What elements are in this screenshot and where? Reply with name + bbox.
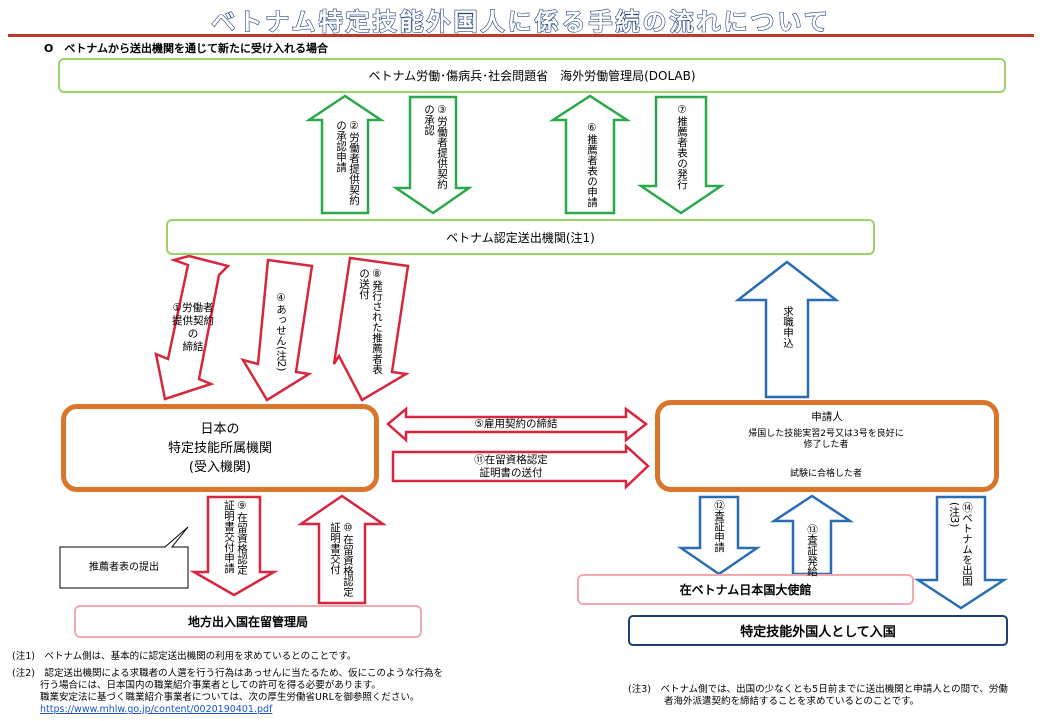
page-title: ベトナム特定技能外国人に係る手続の流れについて xyxy=(211,7,831,36)
arrow-up-job xyxy=(734,260,840,399)
label-a10: ⑩在留資格認定 証明書交付 xyxy=(329,522,354,597)
label-a8: ⑧発行された推薦者表 の送付 xyxy=(358,268,383,375)
label-a1: ①労働者 提供契約 の 締結 xyxy=(172,302,214,353)
label-a5: ⑤雇用契約の締結 xyxy=(474,418,558,430)
embassy-box: 在ベトナム日本国大使館 xyxy=(577,574,914,605)
entry-box: 特定技能外国人として入国 xyxy=(628,615,1008,646)
immigration-box: 地方出入国在留管理局 xyxy=(74,605,422,638)
label-a4: ④あっせん(注2) xyxy=(275,292,287,372)
arrow-down-a4 xyxy=(240,258,314,402)
callout-text: 推薦者表の提出 xyxy=(89,562,159,573)
label-a14: ⑭ベトナムを出国 (注3) xyxy=(948,502,973,586)
arrow-up-a10 xyxy=(296,494,388,605)
arrow-down-a3 xyxy=(391,95,473,215)
arrow-up-a2 xyxy=(304,94,386,215)
arrow-bidir-a1 xyxy=(154,254,231,401)
applicant-oval-2-text: 試験に合格した者 xyxy=(789,469,862,479)
applicant-box: 申請人 xyxy=(655,400,999,492)
label-a11: ⑪在留資格認定 証明書の送付 xyxy=(474,454,548,479)
note-3-line-1: (注3) ベトナム側では、出国の少なくとも5日前までに送出機関と申請人との間で、… xyxy=(628,684,1008,695)
note-3-line-2: 者海外派遣契約を締結することを求めているとのことです。 xyxy=(664,696,920,707)
section-subtitle: O ベトナムから送出機関を通じて新たに受け入れる場合 xyxy=(44,42,329,55)
arrow-down-a12 xyxy=(676,495,762,576)
label-a6: ⑥推薦者表の申請 xyxy=(586,122,598,208)
note-1: (注1) ベトナム側は、基本的に認定送出機関の利用を求めているとのことです。 xyxy=(12,651,357,662)
dolab-box: ベトナム労働･傷病兵･社会問題省 海外労働管理局(DOLAB) xyxy=(58,58,1006,93)
label-a2: ②労働者提供契約 の承認申請 xyxy=(335,120,360,206)
note-2-line-3: 職業安定法に基づく職業紹介事業者については、次の厚生労働省URLを御参照ください… xyxy=(40,692,420,703)
arrow-right-a11 xyxy=(391,443,650,490)
note-2-line-1: (注2) 認定送出機関による求職者の人選を行う行為はあっせんに当たるため、仮にこ… xyxy=(12,668,443,679)
arrow-down-a9 xyxy=(189,495,279,597)
note-2-line-2: 行う場合には、日本国内の職業紹介事業者としての許可を得る必要があります。 xyxy=(40,680,381,691)
applicant-oval-1-text: 帰国した技能実習2号又は3号を良好に 修了した者 xyxy=(748,429,904,450)
callout-bubble xyxy=(59,526,189,589)
japan-org-box: 日本の 特定技能所属機関 (受入機関) xyxy=(61,404,379,492)
label-job: 求職申込 xyxy=(782,306,794,348)
applicant-label: 申請人 xyxy=(811,411,843,423)
arrow-down-a8 xyxy=(332,256,410,402)
label-a12: ⑫査証申請 xyxy=(713,500,725,553)
label-a9: ⑨在留資格認定 証明書交付申請 xyxy=(223,500,248,575)
mhlw-url-link[interactable]: https://www.mhlw.go.jp/content/002019040… xyxy=(40,704,273,715)
label-a13: ⑬査証発給 xyxy=(806,524,818,577)
arrow-bidir-a5 xyxy=(386,406,649,443)
sending-org-box: ベトナム認定送出機関(注1) xyxy=(166,219,875,255)
label-a7: ⑦推薦者表の発行 xyxy=(676,104,688,190)
arrow-down-a14 xyxy=(913,495,1009,610)
arrow-up-a6 xyxy=(548,94,632,215)
title-divider xyxy=(8,34,1034,37)
label-a3: ③労働者提供契約 の承認 xyxy=(423,104,448,190)
arrow-up-a13 xyxy=(769,494,855,576)
arrow-down-a7 xyxy=(636,95,726,215)
